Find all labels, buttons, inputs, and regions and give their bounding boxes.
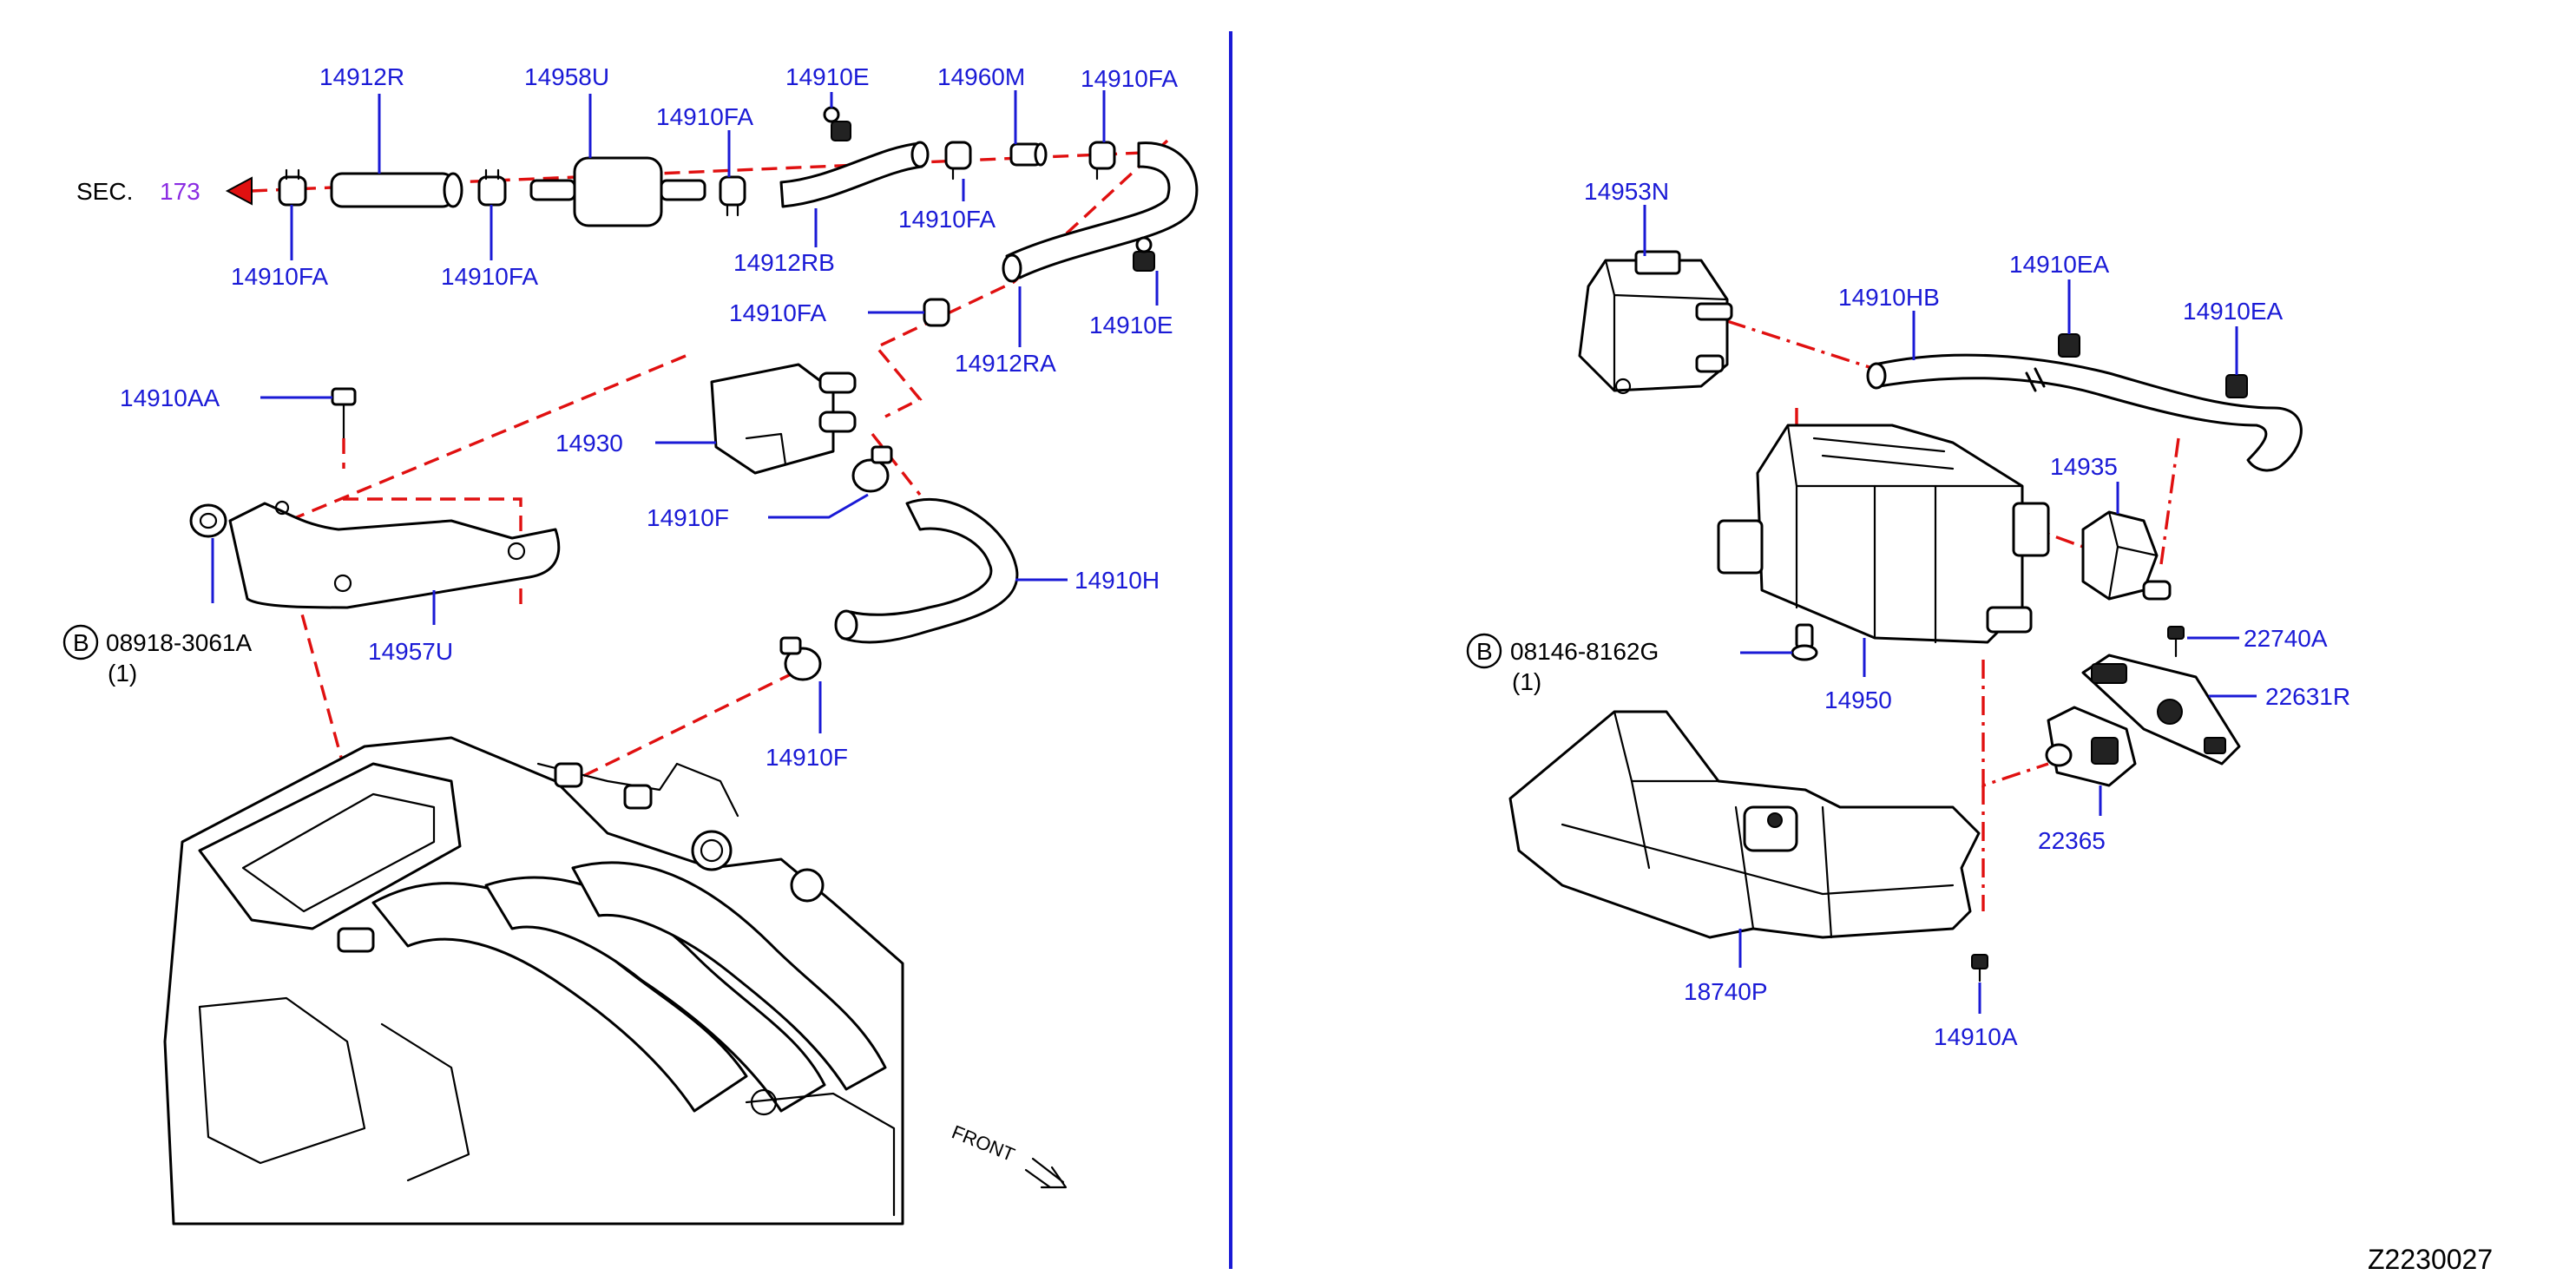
bolt-08146-8162g: [1791, 623, 1818, 661]
joint-14960m: [1009, 142, 1048, 167]
clamp-14910f-lower: [779, 636, 822, 681]
label-14910e-right: 14910E: [1089, 312, 1173, 338]
hose-14910h: [834, 497, 1019, 644]
label-14910aa: 14910AA: [120, 384, 220, 411]
label-14912ra: 14912RA: [955, 350, 1056, 377]
clamp-14910e-top: [823, 106, 851, 141]
left-labels: 14912R 14958U 14910E 14960M 14910FA 1491…: [120, 63, 1178, 771]
label-14910f-lower: 14910F: [766, 744, 848, 771]
label-14912rb: 14912RB: [733, 249, 835, 276]
sec-arrow-icon: [225, 176, 253, 206]
hose-14912rb: [779, 141, 930, 208]
filter-14958u: [529, 156, 706, 227]
clamp-14910fa-topright: [1088, 141, 1116, 181]
label-14910hb: 14910HB: [1838, 284, 1940, 311]
label-14953n: 14953N: [1584, 178, 1669, 205]
bracket-22631r: [2081, 654, 2241, 766]
label-14950: 14950: [1824, 687, 1892, 713]
valve-14930: [710, 363, 857, 475]
hose-14912ra: [1002, 141, 1199, 283]
right-labels: 14953N 14910HB 14910EA 14910EA 14935 227…: [1584, 178, 2350, 1050]
left-bolt-qty: (1): [108, 660, 137, 687]
label-14910a: 14910A: [1934, 1023, 2018, 1050]
clamp-14910ea-1: [2058, 333, 2080, 358]
bolt-14910aa: [331, 387, 357, 469]
engine-intake-manifold: [163, 736, 904, 1226]
label-14910fa-left1: 14910FA: [231, 263, 328, 290]
label-14910fa-topright: 14910FA: [1081, 65, 1178, 92]
label-22631r: 22631R: [2265, 683, 2350, 710]
label-14910e-top: 14910E: [785, 63, 870, 90]
right-bolt-callout: B 08146-8162G (1): [1466, 633, 1659, 695]
label-14910ea-2: 14910EA: [2183, 298, 2284, 325]
sec-reference: SEC. 173: [76, 176, 253, 206]
label-14930: 14930: [555, 430, 623, 457]
bracket-14957u: [228, 500, 561, 609]
left-bolt-callout: B 08918-3061A (1): [62, 624, 252, 687]
clamp-14910fa-valve: [923, 298, 950, 327]
label-22740a: 22740A: [2244, 625, 2328, 652]
bolt-badge-circle: [62, 624, 99, 660]
valve-14935: [2081, 510, 2172, 601]
sec-number: 173: [160, 178, 200, 205]
hose-14912r: [330, 172, 463, 208]
front-arrow-icon: [1024, 1157, 1068, 1189]
label-14910fa-valve: 14910FA: [729, 299, 826, 326]
label-18740p: 18740P: [1684, 978, 1768, 1005]
clamp-14910fa-left1: [278, 168, 307, 207]
protector-18740p: [1508, 710, 1981, 939]
label-14910fa-left2: 14910FA: [441, 263, 538, 290]
clamp-14910e-right: [1133, 236, 1155, 272]
label-14910fa-under: 14910FA: [898, 206, 996, 233]
label-14910f-upper: 14910F: [647, 504, 729, 531]
right-bolt-qty: (1): [1512, 668, 1541, 695]
label-14910ea-1: 14910EA: [2009, 251, 2110, 278]
vent-box-14953n: [1578, 250, 1733, 395]
clamp-14910ea-2: [2225, 374, 2248, 398]
left-bolt-badge: B: [73, 629, 89, 656]
screw-22740a: [2167, 626, 2185, 658]
label-14935: 14935: [2050, 453, 2118, 480]
label-14958u: 14958U: [524, 63, 609, 90]
sensor-22365: [2045, 706, 2137, 787]
nut-08918-3061a: [189, 503, 227, 538]
bolt-14910a: [1971, 954, 1988, 982]
label-14960m: 14960M: [937, 63, 1025, 90]
label-14912r: 14912R: [319, 63, 404, 90]
front-indicator: FRONT: [949, 1120, 1068, 1189]
sec-prefix: SEC.: [76, 178, 133, 205]
left-bolt-part: 08918-3061A: [106, 629, 252, 656]
right-bolt-badge: B: [1476, 638, 1493, 665]
canister-14950: [1717, 424, 2050, 644]
label-22365: 22365: [2038, 827, 2106, 854]
front-label: FRONT: [949, 1120, 1018, 1166]
clamp-14910fa-top: [944, 141, 972, 181]
clamp-14910fa-left2: [477, 168, 507, 207]
left-connection-dashes: [251, 139, 1169, 783]
clamp-14910f-upper: [851, 445, 893, 493]
label-14957u: 14957U: [368, 638, 453, 665]
diagram-id: Z2230027: [2368, 1244, 2493, 1275]
hose-14910hb: [1866, 353, 2303, 472]
bolt-badge-circle-right: [1466, 633, 1502, 669]
right-bolt-part: 08146-8162G: [1510, 638, 1659, 665]
label-14910fa-mid: 14910FA: [656, 103, 753, 130]
clamp-14910fa-mid: [719, 175, 746, 217]
label-14910h: 14910H: [1074, 567, 1160, 594]
